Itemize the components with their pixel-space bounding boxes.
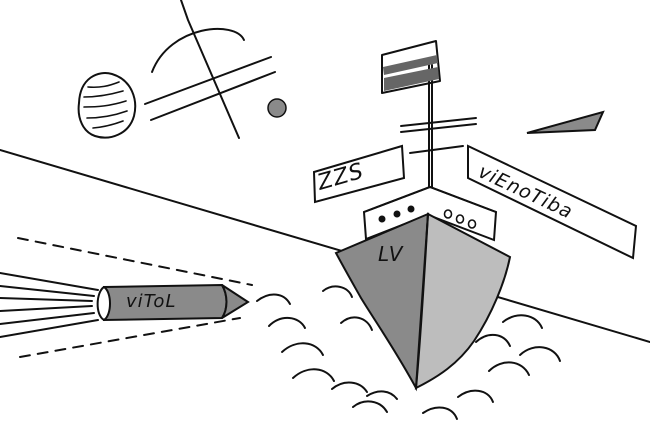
striped-circle — [77, 72, 137, 139]
arc-shape — [151, 27, 245, 73]
diagonal-line — [180, 0, 240, 139]
speed-lines — [0, 272, 99, 338]
pencil-tip — [221, 284, 250, 319]
pencil-label: viToL — [126, 291, 176, 312]
mast-and-flag — [381, 40, 477, 198]
floating-triangle — [526, 110, 605, 134]
right-sign: viEnoTiba — [467, 144, 638, 260]
horizon-line — [0, 149, 650, 343]
crossing-line-1 — [144, 56, 272, 105]
pencil-group: viToL — [0, 237, 253, 358]
waves — [256, 285, 561, 420]
ship-group: ZZS viEnoTiba LV — [312, 40, 638, 392]
ship-hull: LV — [334, 212, 512, 392]
dashed-line-upper — [17, 237, 253, 286]
pencil-end-cap — [96, 285, 111, 322]
abstract-shapes — [77, 0, 287, 139]
dashed-line-lower — [19, 317, 241, 358]
crossing-line-2 — [150, 71, 276, 121]
left-sign: ZZS — [312, 144, 406, 204]
ship-bow-label: LV — [378, 242, 404, 266]
small-dot-shape — [267, 98, 287, 118]
